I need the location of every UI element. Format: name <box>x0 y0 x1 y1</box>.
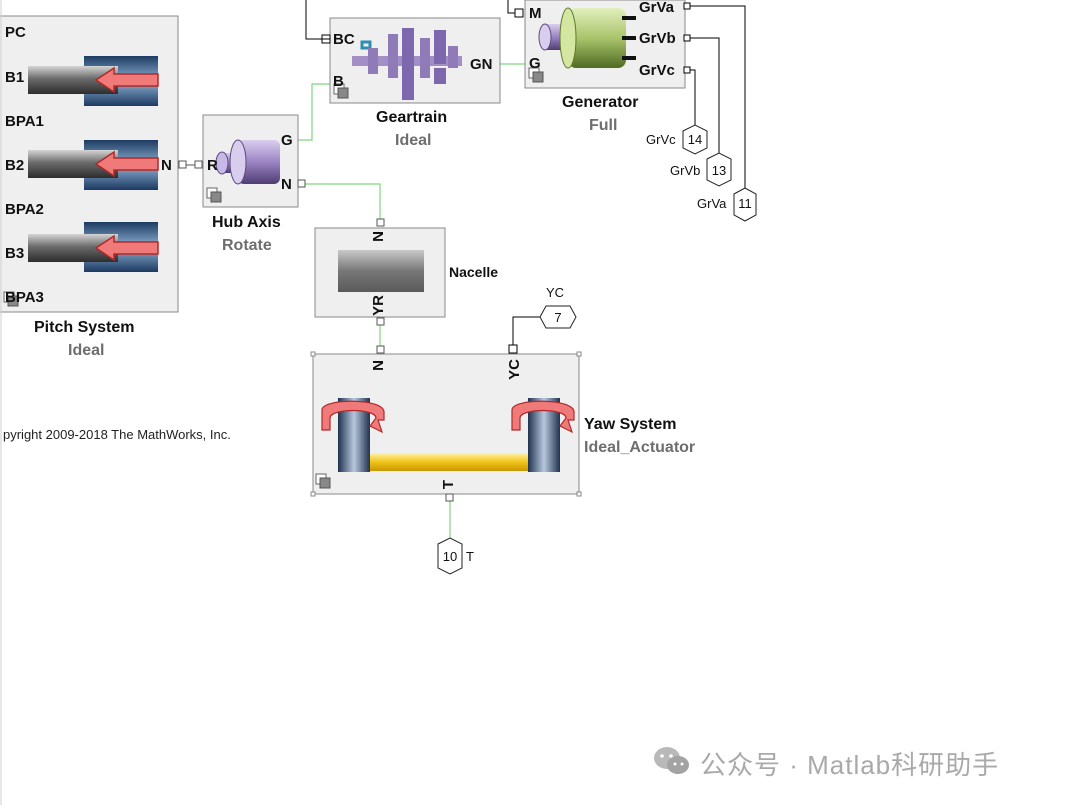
port-square[interactable] <box>508 344 518 354</box>
conn-m-signal[interactable] <box>507 0 515 14</box>
generator-port-m: M <box>529 5 542 22</box>
nacelle-block[interactable] <box>314 227 446 318</box>
conn-grvb-tag[interactable] <box>689 37 720 153</box>
geartrain-block[interactable] <box>321 17 501 104</box>
pitch-system-name[interactable]: Pitch System <box>34 319 135 336</box>
connections <box>181 0 746 538</box>
nacelle-port-n: N <box>369 231 387 242</box>
geartrain-port-b: B <box>333 73 344 90</box>
wechat-icon <box>652 744 692 778</box>
conn-grva-tag[interactable] <box>689 5 746 188</box>
pitch-port-bpa2: BPA2 <box>5 201 44 218</box>
nacelle-name[interactable]: Nacelle <box>449 264 499 280</box>
pitch-port-b3: B3 <box>5 245 25 262</box>
tag-number-13: 13 <box>711 163 727 178</box>
tag-label-grva: GrVa <box>697 196 727 211</box>
geartrain-port-gn: GN <box>470 56 493 73</box>
hub-port-r: R <box>207 157 218 174</box>
port-square[interactable] <box>376 218 385 227</box>
goto-tag-13[interactable] <box>706 152 732 187</box>
conn-hub-geartrain[interactable] <box>298 83 334 141</box>
generator-variant: Full <box>589 117 618 134</box>
hub-axis-name[interactable]: Hub Axis <box>212 214 281 231</box>
arrow-left-icon <box>94 66 159 94</box>
tag-shapes <box>437 124 757 575</box>
conn-hub-nacelle[interactable] <box>302 183 381 220</box>
rotate-arrow-icon <box>511 400 575 434</box>
generator-block[interactable] <box>514 0 686 89</box>
port-square[interactable] <box>376 317 385 326</box>
pitch-actuator-b2 <box>28 140 159 190</box>
tag-label-grvc: GrVc <box>646 132 676 147</box>
hub-port-n: N <box>281 176 292 193</box>
library-link-icon <box>315 473 331 489</box>
tag-label-t: T <box>466 549 474 564</box>
library-link-icon <box>3 291 19 307</box>
goto-tag-11[interactable] <box>733 187 757 222</box>
pitch-port-n: N <box>161 157 172 174</box>
library-link-icon <box>528 67 544 83</box>
library-link-icon <box>206 187 222 203</box>
watermark-text: 公众号 · Matlab科研助手 <box>700 750 1000 780</box>
port-square[interactable] <box>683 2 691 10</box>
yaw-port-n: N <box>369 360 387 371</box>
generator-port-g: G <box>529 55 541 72</box>
goto-tag-10[interactable] <box>437 537 463 575</box>
pitch-actuator-b3 <box>28 222 159 272</box>
generator-port-grva: GrVa <box>639 0 675 16</box>
gear-icon <box>352 28 462 100</box>
pitch-port-b2: B2 <box>5 157 25 174</box>
tag-number-10: 10 <box>442 549 458 564</box>
geartrain-port-bc: BC <box>333 31 355 48</box>
port-square[interactable] <box>376 345 385 354</box>
hub-axis-variant: Rotate <box>222 237 272 254</box>
generator-name[interactable]: Generator <box>562 94 639 111</box>
library-link-icon <box>333 83 349 99</box>
geartrain-name[interactable]: Geartrain <box>376 109 448 126</box>
yaw-system-block[interactable] <box>310 351 582 497</box>
conn-grvc-tag[interactable] <box>689 69 696 125</box>
geartrain-variant: Ideal <box>395 132 432 149</box>
goto-tag-14[interactable] <box>682 124 708 155</box>
port-square[interactable] <box>683 66 691 74</box>
tag-label-yc: YC <box>546 285 565 300</box>
conn-yc-signal[interactable] <box>512 316 540 346</box>
port-square[interactable] <box>445 493 454 502</box>
rotate-arrow-icon <box>321 400 385 434</box>
pitch-port-bpa3: BPA3 <box>5 289 44 306</box>
pitch-port-pc: PC <box>5 24 26 41</box>
pitch-port-bpa1: BPA1 <box>5 113 44 130</box>
port-square[interactable] <box>683 34 691 42</box>
yaw-port-t: T <box>440 479 458 490</box>
tag-number-14: 14 <box>687 132 703 147</box>
conn-bc-signal[interactable] <box>305 0 322 40</box>
tag-label-grvb: GrVb <box>670 163 701 178</box>
pitch-actuator-b1 <box>28 56 159 106</box>
yaw-system-name[interactable]: Yaw System <box>584 416 677 433</box>
port-square[interactable] <box>297 179 306 188</box>
arrow-left-icon <box>94 150 159 178</box>
generator-port-grvb: GrVb <box>639 30 676 47</box>
tag-number-11: 11 <box>738 196 752 211</box>
port-square[interactable] <box>178 160 187 169</box>
copyright-text: pyright 2009-2018 The MathWorks, Inc. <box>3 427 231 442</box>
tag-number-7: 7 <box>554 310 562 325</box>
hub-axis-block[interactable] <box>202 114 299 208</box>
pitch-system-variant: Ideal <box>68 342 105 359</box>
yaw-system-variant: Ideal_Actuator <box>584 439 696 456</box>
arrow-left-icon <box>94 234 159 262</box>
pitch-system-block[interactable] <box>0 15 179 313</box>
generator-port-grvc: GrVc <box>639 62 675 79</box>
pitch-port-b1: B1 <box>5 69 25 86</box>
yaw-port-yc: YC <box>505 359 523 380</box>
goto-tag-7[interactable] <box>539 305 577 329</box>
hub-port-g: G <box>281 132 293 149</box>
port-square[interactable] <box>194 160 203 169</box>
nacelle-port-yr: YR <box>369 295 387 316</box>
